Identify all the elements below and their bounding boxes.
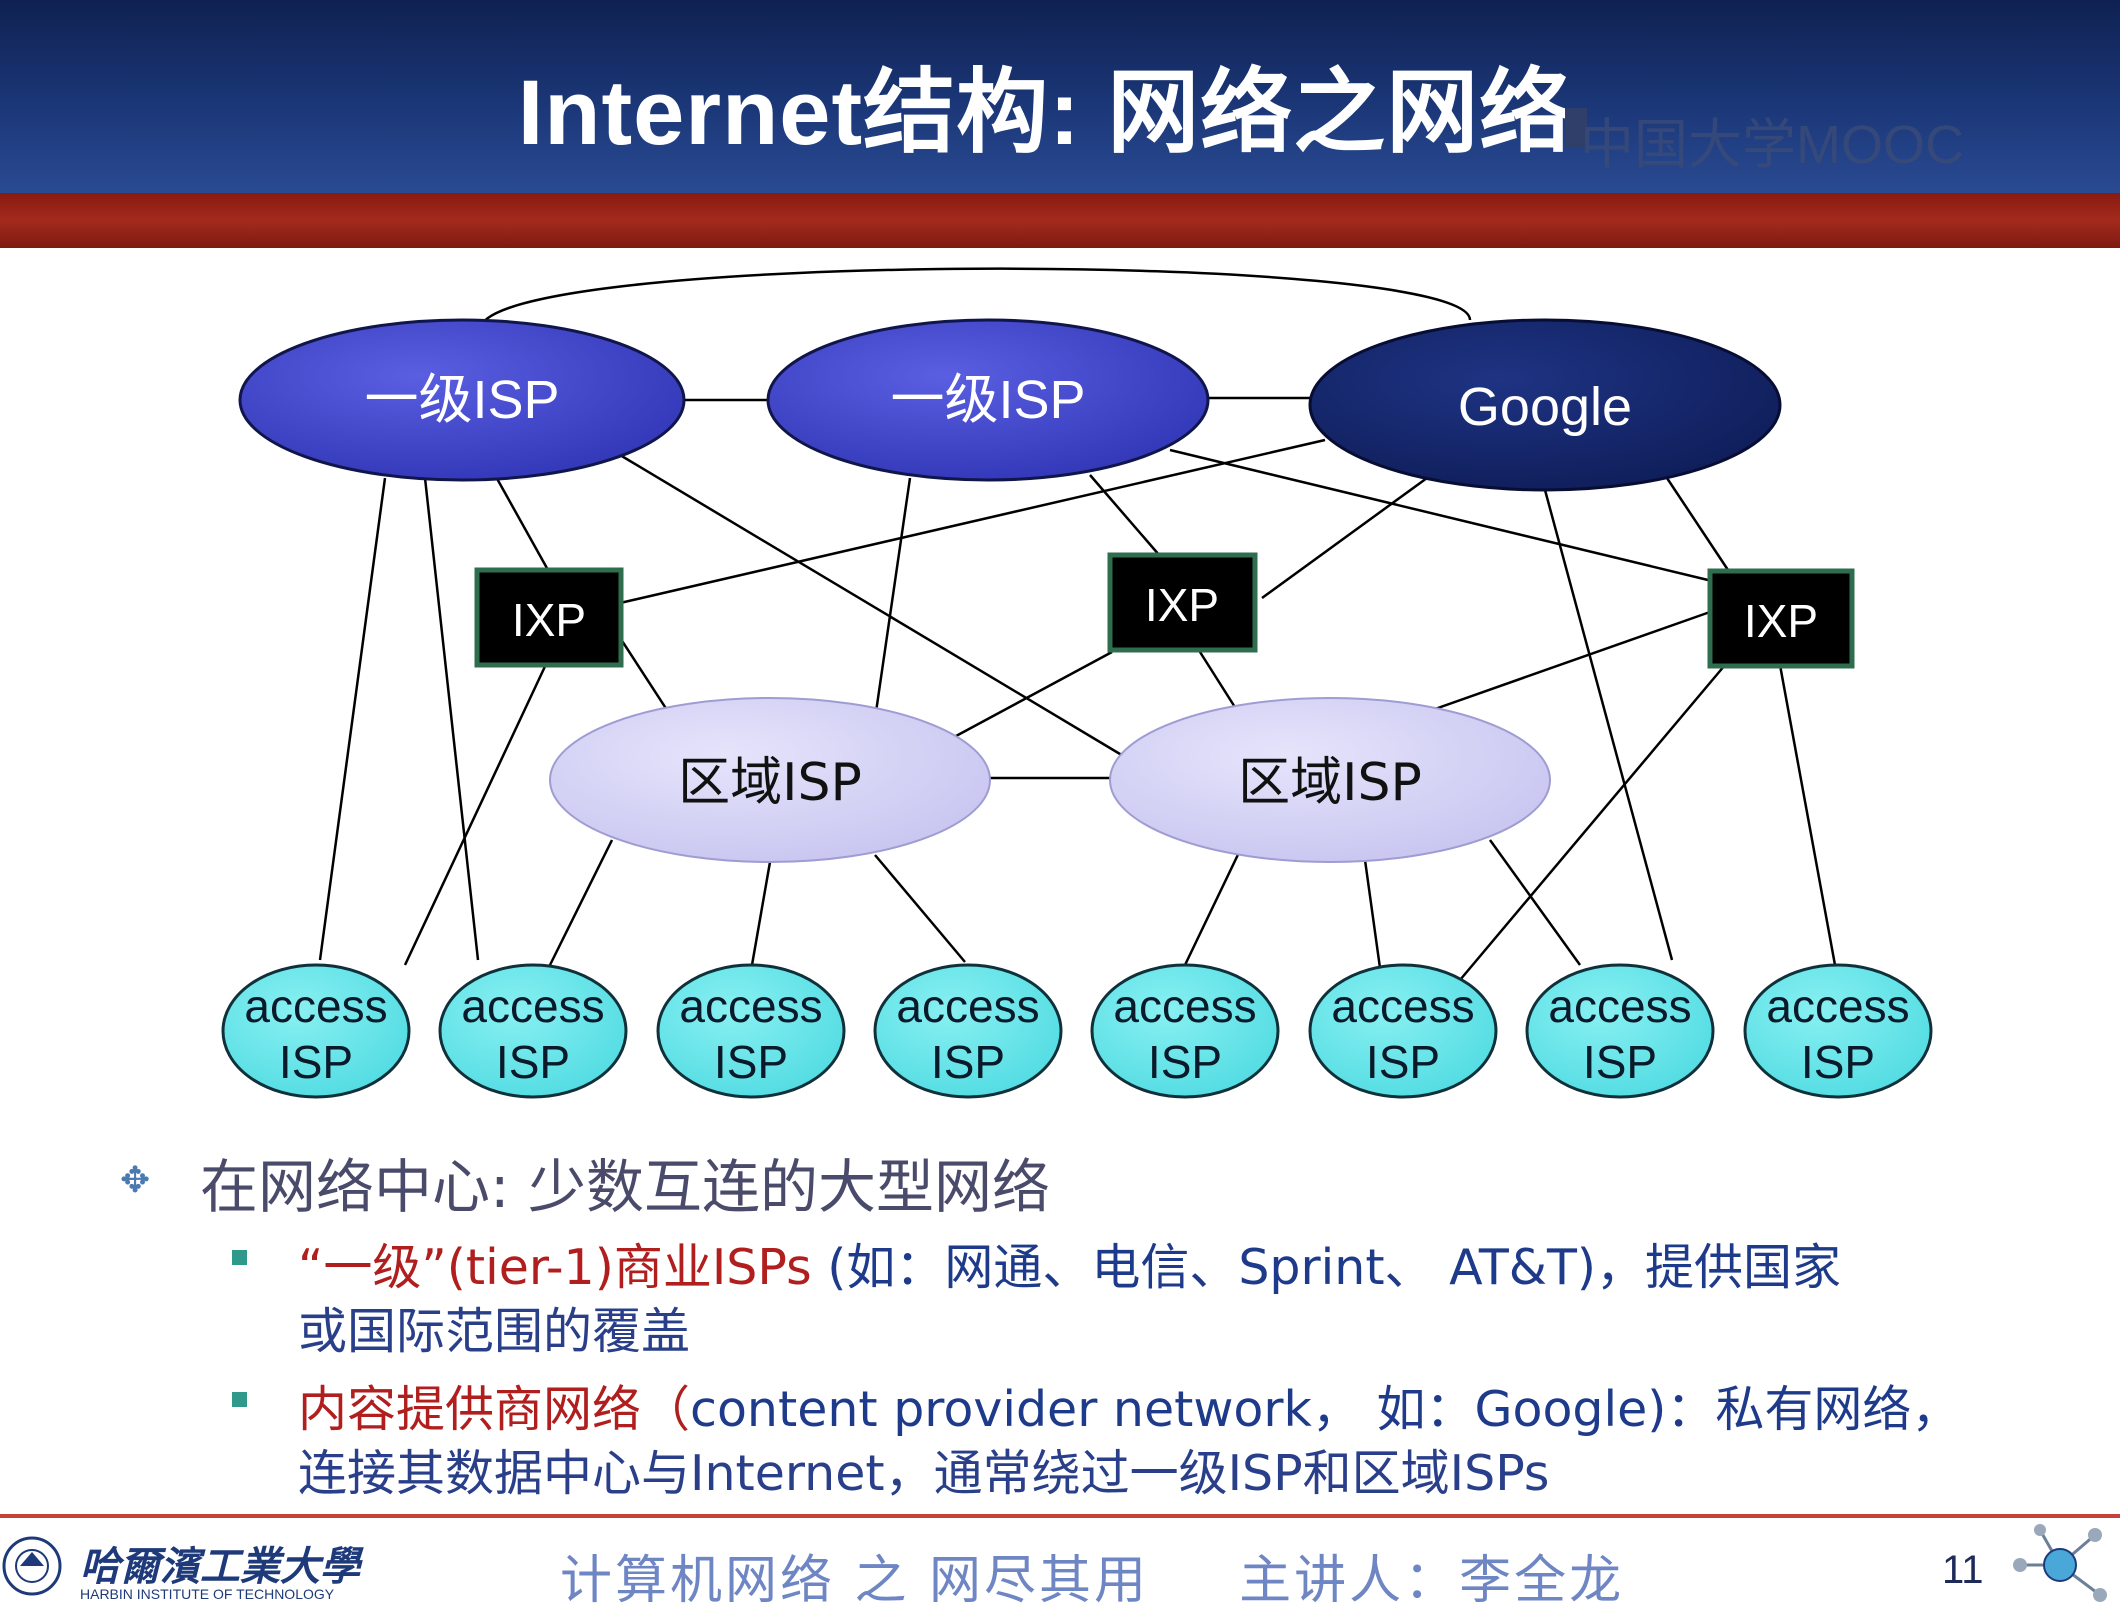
- lecturer-name: 主讲人：李全龙: [1239, 1551, 1625, 1611]
- link-reg2-access6: [1363, 859, 1382, 969]
- bullet-item1-line2: 或国际范围的覆盖: [298, 1303, 691, 1360]
- link-reg1-access4: [750, 861, 772, 966]
- mooc-watermark: 中国大学MOOC: [1580, 115, 1964, 175]
- access-line1: access: [1548, 980, 1691, 1032]
- bullet-item1-blue: (如：网通、电信、Sprint、 AT&T)，提供国家: [811, 1239, 1842, 1296]
- hit-emblem-icon: [2, 1536, 62, 1596]
- university-name-en: HARBIN INSTITUTE OF TECHNOLOGY: [80, 1586, 335, 1602]
- diamond-bullet-icon: ✥: [120, 1160, 151, 1201]
- regional-label: 区域ISP: [678, 753, 862, 813]
- link-t1a-access1: [318, 477, 387, 961]
- connection-lines: [318, 267, 1837, 981]
- link-ixp1-google: [619, 438, 1326, 605]
- google-network: Google: [1308, 318, 1782, 492]
- title-red-bar: [0, 193, 2120, 248]
- link-t1b-regional1: [874, 477, 912, 713]
- tier1-label: 一级ISP: [364, 370, 559, 430]
- bullet-item1-red: “一级”(tier-1)商业ISPs: [298, 1239, 812, 1296]
- bullet-item2-line2: 连接其数据中心与Internet，通常绕过一级ISP和区域ISPs: [298, 1445, 1550, 1502]
- access-line2: ISP: [1366, 1036, 1440, 1088]
- bullet-item2-line1: 内容提供商网络（content provider network， 如：Goog…: [298, 1370, 1960, 1441]
- bullet-level1: 在网络中心: 少数互连的大型网络: [200, 1153, 1050, 1221]
- link-reg2-access7: [1488, 839, 1582, 966]
- tier1-isp-middle: 一级ISP: [766, 318, 1210, 482]
- regional-isp-right: 区域ISP: [1109, 697, 1551, 863]
- link-ixp2-google: [1261, 468, 1439, 600]
- access-line2: ISP: [931, 1036, 1005, 1088]
- ixp-label: IXP: [512, 594, 586, 646]
- tier1-label: 一级ISP: [890, 370, 1085, 430]
- link-t1b-ixp3: [1169, 448, 1709, 582]
- link-google-access7: [1543, 489, 1674, 961]
- link-ixp3-regional2: [1417, 610, 1711, 717]
- course-name: 计算机网络 之 网尽其用: [560, 1551, 1150, 1611]
- access-line2: ISP: [714, 1036, 788, 1088]
- link-t1a-ixp1: [493, 474, 550, 571]
- university-name-cn: 哈爾濱工業大學: [80, 1543, 360, 1590]
- tier1-isp-left: 一级ISP: [238, 318, 686, 482]
- access-line2: ISP: [1583, 1036, 1657, 1088]
- link-ixp3-access6: [1459, 664, 1726, 981]
- access-line1: access: [679, 980, 822, 1032]
- bullet-item2-red: 内容提供商网络（: [298, 1381, 691, 1438]
- bullet-item1-line1: “一级”(tier-1)商业ISPs (如：网通、电信、Sprint、 AT&T…: [298, 1228, 1841, 1299]
- ixp-label: IXP: [1145, 579, 1219, 631]
- ixp-left: IXP: [474, 567, 624, 668]
- link-ixp1-access2: [403, 659, 550, 966]
- link-ixp3-access8: [1778, 664, 1837, 966]
- network-diagram: 一级ISP 一级ISP Google IXP IXP IXP 区域ISP 区域I…: [221, 267, 1933, 1099]
- regional-isp-left: 区域ISP: [549, 697, 991, 863]
- link-t1a-regional2: [619, 453, 1131, 762]
- link-t1b-ixp2: [1089, 474, 1161, 557]
- square-bullet-icon: [232, 1392, 247, 1407]
- footer-divider: [0, 1514, 2120, 1518]
- network-decoration-icon: [2013, 1524, 2107, 1602]
- page-number: 11: [1942, 1548, 1984, 1592]
- link-reg1-access5: [874, 854, 966, 963]
- access-line2: ISP: [1801, 1036, 1875, 1088]
- slide-title: Internet结构: 网络之网络: [517, 62, 1573, 164]
- access-line1: access: [896, 980, 1039, 1032]
- mooc-logo-icon: [1565, 108, 1587, 148]
- title-banner: [0, 0, 2120, 193]
- link-reg2-access5: [1183, 839, 1247, 966]
- access-line1: access: [1766, 980, 1909, 1032]
- access-line1: access: [461, 980, 604, 1032]
- access-line2: ISP: [496, 1036, 570, 1088]
- link-ixp2-regional2: [1198, 651, 1240, 713]
- ixp-right: IXP: [1707, 568, 1855, 669]
- access-line1: access: [1331, 980, 1474, 1032]
- regional-label: 区域ISP: [1238, 753, 1422, 813]
- bullet-item2-blue: content provider network， 如：Google)：私有网络…: [690, 1381, 1961, 1438]
- link-ixp2-regional1: [929, 650, 1113, 752]
- link-t1a-access2: [423, 477, 480, 961]
- hit-logo: 哈爾濱工業大學 HARBIN INSTITUTE OF TECHNOLOGY: [0, 1526, 360, 1612]
- ixp-middle: IXP: [1107, 552, 1258, 653]
- link-tier1-google-arc: [478, 267, 1472, 331]
- square-bullet-icon: [232, 1250, 247, 1265]
- link-reg1-access3: [548, 839, 614, 966]
- access-line1: access: [1113, 980, 1256, 1032]
- ixp-label: IXP: [1744, 595, 1818, 647]
- google-label: Google: [1458, 377, 1632, 437]
- access-line2: ISP: [1148, 1036, 1222, 1088]
- access-line2: ISP: [279, 1036, 353, 1088]
- footer-course-info: 计算机网络 之 网尽其用 主讲人：李全龙: [560, 1538, 1624, 1613]
- access-line1: access: [244, 980, 387, 1032]
